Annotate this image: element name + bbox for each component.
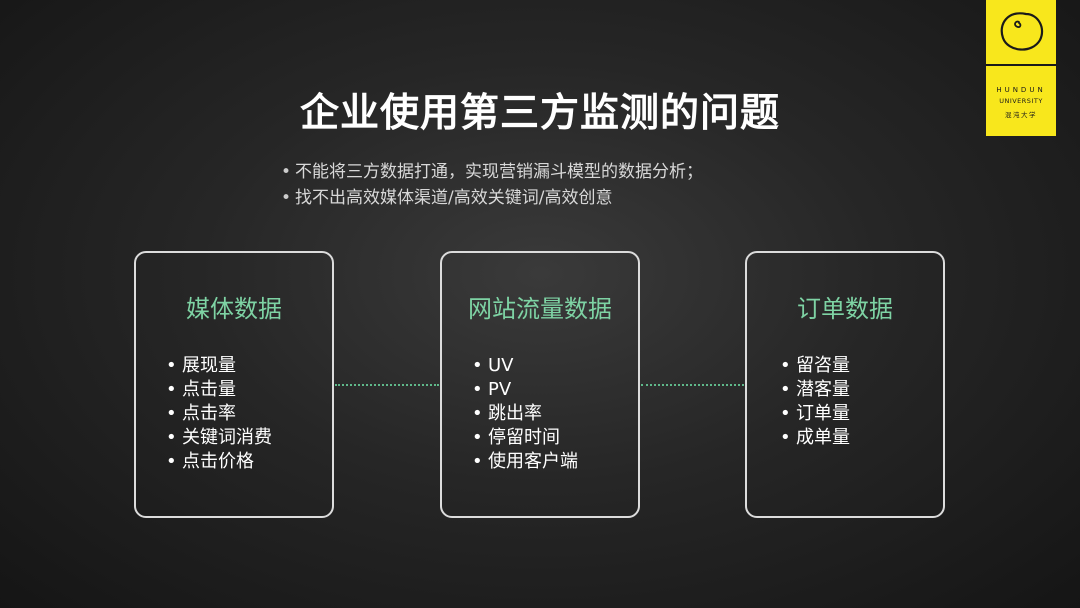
list-item: •点击率 <box>166 402 272 426</box>
slide-title: 企业使用第三方监测的问题 <box>299 91 780 136</box>
bullet-dot-icon: • <box>166 379 177 400</box>
logo-text-hundun: HUNDUN <box>996 86 1046 94</box>
list-item: •停留时间 <box>472 426 578 450</box>
bullet-dot-icon: • <box>472 427 483 448</box>
list-item-text: 点击量 <box>182 379 236 400</box>
logo-text-university: UNIVERSITY <box>999 97 1043 105</box>
bullet-dot-icon: • <box>166 403 177 424</box>
list-item: •留咨量 <box>780 354 850 378</box>
bullet-dot-icon: • <box>780 379 791 400</box>
problem-bullet-text: 找不出高效媒体渠道/高效关键词/高效创意 <box>295 188 613 208</box>
problem-bullet: •不能将三方数据打通，实现营销漏斗模型的数据分析； <box>281 159 703 185</box>
list-item: •使用客户端 <box>472 450 578 474</box>
list-item-text: 使用客户端 <box>488 451 578 472</box>
logo-text-chinese: 混沌大学 <box>1005 111 1037 119</box>
list-item-text: PV <box>488 379 512 400</box>
box-title: 订单数据 <box>797 295 893 323</box>
bullet-dot-icon: • <box>472 355 483 376</box>
website-traffic-data-box: 网站流量数据 •UV •PV •跳出率 •停留时间 •使用客户端 <box>440 251 640 518</box>
bullet-dot-icon: • <box>166 355 177 376</box>
hundun-university-logo: HUNDUN UNIVERSITY 混沌大学 <box>986 0 1056 136</box>
bullet-dot-icon: • <box>472 379 483 400</box>
list-item: •PV <box>472 378 578 402</box>
list-item: •UV <box>472 354 578 378</box>
bullet-dot-icon: • <box>166 427 177 448</box>
order-data-box: 订单数据 •留咨量 •潜客量 •订单量 •成单量 <box>745 251 945 518</box>
list-item: •展现量 <box>166 354 272 378</box>
bullet-dot-icon: • <box>281 188 292 208</box>
list-item: •潜客量 <box>780 378 850 402</box>
logo-divider <box>986 64 1056 66</box>
problem-bullet-text: 不能将三方数据打通，实现营销漏斗模型的数据分析； <box>295 162 703 182</box>
problem-bullet-list: •不能将三方数据打通，实现营销漏斗模型的数据分析； •找不出高效媒体渠道/高效关… <box>281 159 703 211</box>
dotted-connector <box>641 384 744 386</box>
problem-bullet: •找不出高效媒体渠道/高效关键词/高效创意 <box>281 185 703 211</box>
list-item-text: 点击率 <box>182 403 236 424</box>
box-item-list: •UV •PV •跳出率 •停留时间 •使用客户端 <box>472 354 578 474</box>
list-item: •订单量 <box>780 402 850 426</box>
dotted-connector <box>335 384 439 386</box>
circle-logo-icon <box>1000 12 1044 51</box>
list-item-text: 点击价格 <box>182 451 254 472</box>
bullet-dot-icon: • <box>780 355 791 376</box>
list-item-text: 跳出率 <box>488 403 542 424</box>
box-item-list: •展现量 •点击量 •点击率 •关键词消费 •点击价格 <box>166 354 272 474</box>
bullet-dot-icon: • <box>281 162 292 182</box>
bullet-dot-icon: • <box>780 427 791 448</box>
media-data-box: 媒体数据 •展现量 •点击量 •点击率 •关键词消费 •点击价格 <box>134 251 334 518</box>
list-item-text: UV <box>488 355 514 376</box>
bullet-dot-icon: • <box>780 403 791 424</box>
box-title: 媒体数据 <box>186 295 282 323</box>
bullet-dot-icon: • <box>472 403 483 424</box>
list-item: •跳出率 <box>472 402 578 426</box>
list-item: •点击价格 <box>166 450 272 474</box>
list-item-text: 停留时间 <box>488 427 560 448</box>
box-title: 网站流量数据 <box>468 295 612 323</box>
bullet-dot-icon: • <box>472 451 483 472</box>
bullet-dot-icon: • <box>166 451 177 472</box>
list-item: •点击量 <box>166 378 272 402</box>
list-item: •成单量 <box>780 426 850 450</box>
list-item: •关键词消费 <box>166 426 272 450</box>
list-item-text: 留咨量 <box>796 355 850 376</box>
list-item-text: 关键词消费 <box>182 427 272 448</box>
box-item-list: •留咨量 •潜客量 •订单量 •成单量 <box>780 354 850 450</box>
list-item-text: 成单量 <box>796 427 850 448</box>
list-item-text: 展现量 <box>182 355 236 376</box>
list-item-text: 潜客量 <box>796 379 850 400</box>
list-item-text: 订单量 <box>796 403 850 424</box>
